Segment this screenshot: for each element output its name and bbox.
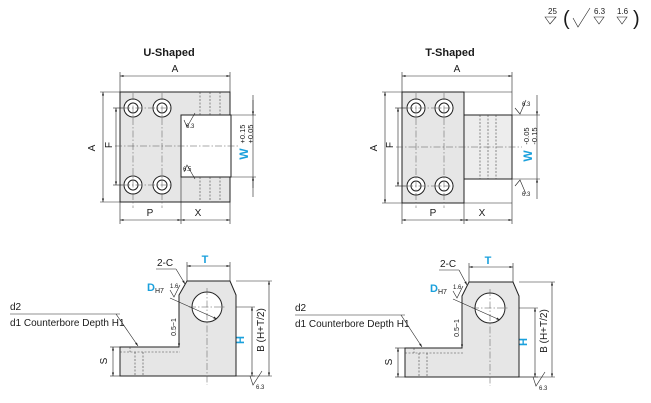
d-label: D [430, 283, 438, 295]
dim-a-vertical-label: A [369, 144, 380, 151]
d-sub-label: H7 [155, 288, 164, 295]
roughness-mark-icon [452, 285, 464, 299]
w-tol-lower: +0.05 [246, 125, 255, 144]
s-label: S [99, 357, 110, 364]
t-dim-label: T [202, 254, 209, 266]
chamfer-label: 2-C [440, 259, 456, 270]
dim-a-vertical-label: A [87, 144, 98, 151]
b-label: B (H+T/2) [256, 308, 267, 352]
svg-text:): ) [633, 8, 640, 30]
gap-label: 0.5~1 [454, 319, 461, 337]
t-shaped-title: T-Shaped [425, 47, 475, 59]
u-shaped-top-view: U-Shaped A [87, 47, 256, 224]
w-tol-upper: -0.05 [522, 127, 531, 144]
roughness-mark-icon [183, 164, 196, 180]
roughness-mark-icon [169, 284, 181, 298]
checkmark-icon [572, 7, 591, 28]
roughness-mark-icon [514, 179, 527, 195]
dim-a-label: A [454, 64, 461, 75]
w-label: W [521, 150, 535, 162]
d2-label: d2 [10, 302, 22, 313]
svg-text:25: 25 [548, 7, 557, 16]
dim-f-label: F [385, 142, 396, 148]
u-shaped-title: U-Shaped [143, 47, 194, 59]
d-sub-label: H7 [438, 289, 447, 296]
svg-text:6.3: 6.3 [539, 386, 548, 392]
d2-label: d2 [295, 303, 307, 314]
svg-text:6.3: 6.3 [256, 385, 265, 391]
h-label: H [518, 338, 530, 346]
svg-text:6.5: 6.5 [183, 167, 192, 173]
d-label: D [147, 282, 155, 294]
d-roughness: 1.6 [170, 284, 179, 290]
svg-text:6.3: 6.3 [594, 7, 606, 16]
side-body-outline [119, 280, 237, 377]
w-label: W [237, 148, 251, 160]
roughness-triangle-icon [544, 16, 557, 25]
dim-f-label: F [104, 142, 115, 148]
w-tol-upper: +0.15 [238, 125, 247, 144]
d1-label: d1 Counterbore Depth H1 [10, 318, 125, 329]
d1-label: d1 Counterbore Depth H1 [295, 319, 410, 330]
side-view-left: T 2-C D H7 1.6 d2 d1 Counterbore Depth H… [10, 254, 272, 391]
roughness-mark-icon [183, 112, 196, 128]
t-shaped-top-view: T-Shaped A [369, 47, 540, 224]
b-label: B (H+T/2) [539, 309, 550, 353]
chamfer-label: 2-C [157, 258, 173, 269]
roughness-mark-icon [514, 99, 527, 115]
w-tol-lower: -0.15 [530, 127, 539, 144]
svg-text:6.3: 6.3 [522, 102, 531, 108]
dim-x-label: X [195, 208, 202, 219]
d-roughness: 1.6 [453, 285, 462, 291]
svg-text:(: ( [563, 8, 570, 30]
gap-label: 0.5~1 [171, 318, 178, 336]
t-dim-label: T [485, 255, 492, 267]
s-label: S [384, 358, 395, 365]
roughness-legend: 25 ( 6.3 1.6 ) [544, 7, 640, 30]
dim-x-label: X [479, 208, 486, 219]
roughness-triangle-icon [593, 16, 605, 25]
h-label: H [235, 336, 247, 344]
dim-a-label: A [172, 64, 179, 75]
side-view-right: T 2-C D H7 1.6 d2 d1 Counterbore Depth H… [295, 255, 555, 392]
svg-text:1.6: 1.6 [617, 7, 629, 16]
side-body-outline [404, 281, 520, 378]
svg-text:6.3: 6.3 [186, 124, 195, 130]
roughness-mark-icon [532, 371, 546, 387]
svg-text:6.3: 6.3 [522, 192, 531, 198]
dim-p-label: P [430, 208, 437, 219]
roughness-mark-icon [249, 370, 263, 386]
dim-p-label: P [147, 208, 154, 219]
roughness-triangle-icon [616, 16, 628, 25]
